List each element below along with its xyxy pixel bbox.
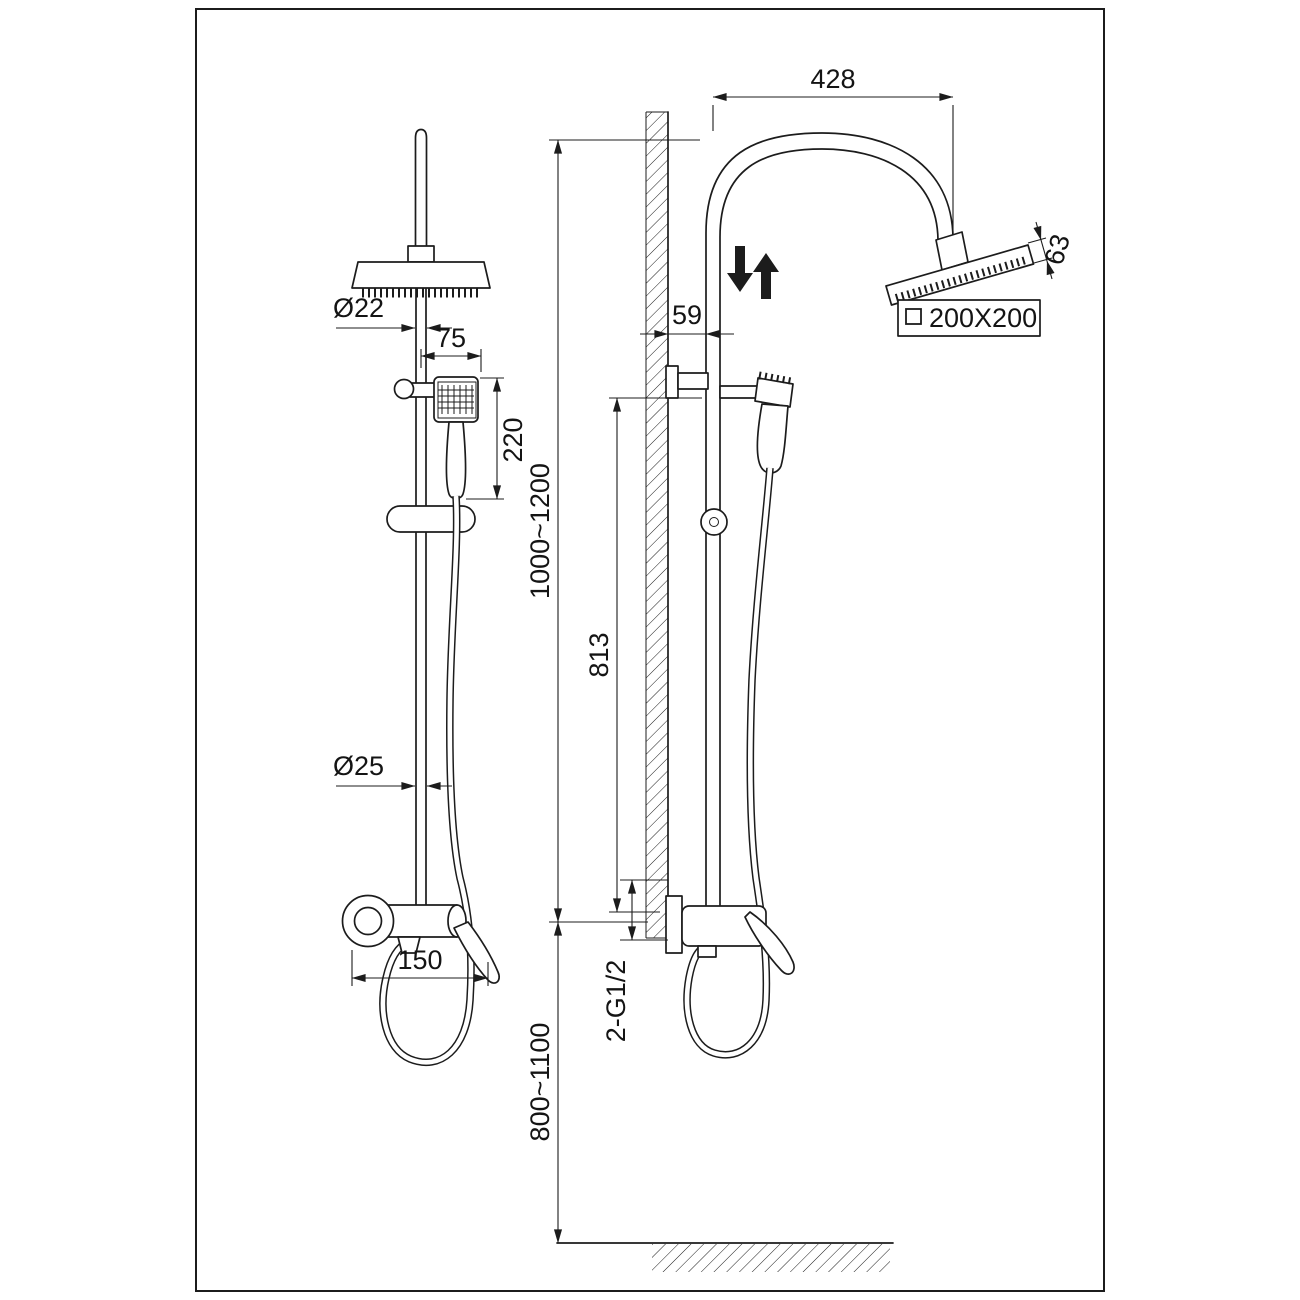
dim-label-220: 220 — [498, 417, 528, 462]
hand-shower-head-front — [433, 376, 479, 423]
slider-clamp-front — [386, 505, 476, 533]
dimension-inlet-thread-2-g12: 2-G1/2 — [601, 879, 668, 1043]
height-adjust-arrows-icon — [727, 246, 779, 299]
mixer-flange-inner-front — [353, 906, 383, 936]
rain-head-connector-front — [407, 245, 435, 263]
arrow-down-icon — [727, 246, 753, 292]
hand-shower-hook-side — [719, 385, 759, 399]
dimension-arm-reach-428: 428 — [712, 64, 954, 234]
hand-shower-head-side — [754, 377, 794, 408]
wall-bracket-flange — [665, 365, 679, 399]
arrow-up-icon — [753, 253, 779, 299]
dim-label-59: 59 — [672, 300, 702, 330]
dimension-mixer-spacing-150: 150 — [351, 945, 489, 986]
dim-label-150: 150 — [397, 945, 442, 975]
mixer-front — [341, 894, 500, 984]
dimensions: Ø22 75 220 Ø25 150 4 — [333, 64, 1076, 1244]
dimension-install-height-800-1100: 800~1100 — [525, 921, 563, 1244]
dimension-handshower-offset-75: 75 — [420, 323, 482, 372]
slider-knob-center — [709, 517, 719, 527]
rain-shower-head-front — [351, 261, 491, 289]
wall-section — [645, 111, 669, 939]
wall-bracket-arm — [677, 372, 709, 390]
dimension-handshower-length-220: 220 — [466, 377, 528, 500]
dim-label-install-range: 800~1100 — [525, 1023, 555, 1142]
hand-shower-side — [754, 371, 794, 474]
side-view — [556, 111, 1035, 1272]
dimension-column-diameter-25: Ø25 — [333, 751, 452, 791]
mixer-outlet-side — [697, 945, 717, 958]
dim-label-75: 75 — [436, 323, 466, 353]
wall-hatch — [646, 112, 668, 938]
hand-shower-handle-front — [445, 421, 467, 500]
dim-label-head-size: 200X200 — [929, 303, 1037, 333]
dimension-head-size-200x200: 200X200 — [897, 299, 1041, 337]
dimension-column-height-1000-1200: 1000~1200 — [525, 139, 700, 923]
mixer-outlet-front — [397, 936, 421, 954]
dimension-wall-clearance-59: 59 — [640, 300, 734, 339]
slider-knob-side — [700, 508, 728, 536]
hand-shower-nozzle-grid — [437, 381, 477, 419]
square-symbol-icon — [905, 308, 922, 325]
dimension-pipe-diameter-22: Ø22 — [333, 293, 452, 333]
dim-label-height-range: 1000~1200 — [525, 463, 555, 599]
rain-shower-head-side — [885, 244, 1035, 306]
floor-hatch — [652, 1244, 890, 1272]
rain-head-nozzles-side — [894, 256, 1028, 302]
riser-pipe-and-arm-side — [705, 132, 954, 906]
mixer-flange-side — [665, 895, 683, 954]
floor-section — [556, 1242, 894, 1272]
dim-label-thread: 2-G1/2 — [601, 960, 631, 1043]
dimension-bracket-height-813: 813 — [584, 397, 702, 913]
wall-hatch-border — [645, 111, 668, 939]
bracket-knob-front — [393, 378, 415, 400]
dim-label-dia22: Ø22 — [333, 293, 384, 323]
dim-label-428: 428 — [810, 64, 855, 94]
mixer-handle-side — [744, 911, 795, 975]
dim-label-813: 813 — [584, 632, 614, 677]
dim-label-dia25: Ø25 — [333, 751, 384, 781]
mixer-side — [665, 895, 795, 975]
front-view — [341, 128, 500, 1067]
